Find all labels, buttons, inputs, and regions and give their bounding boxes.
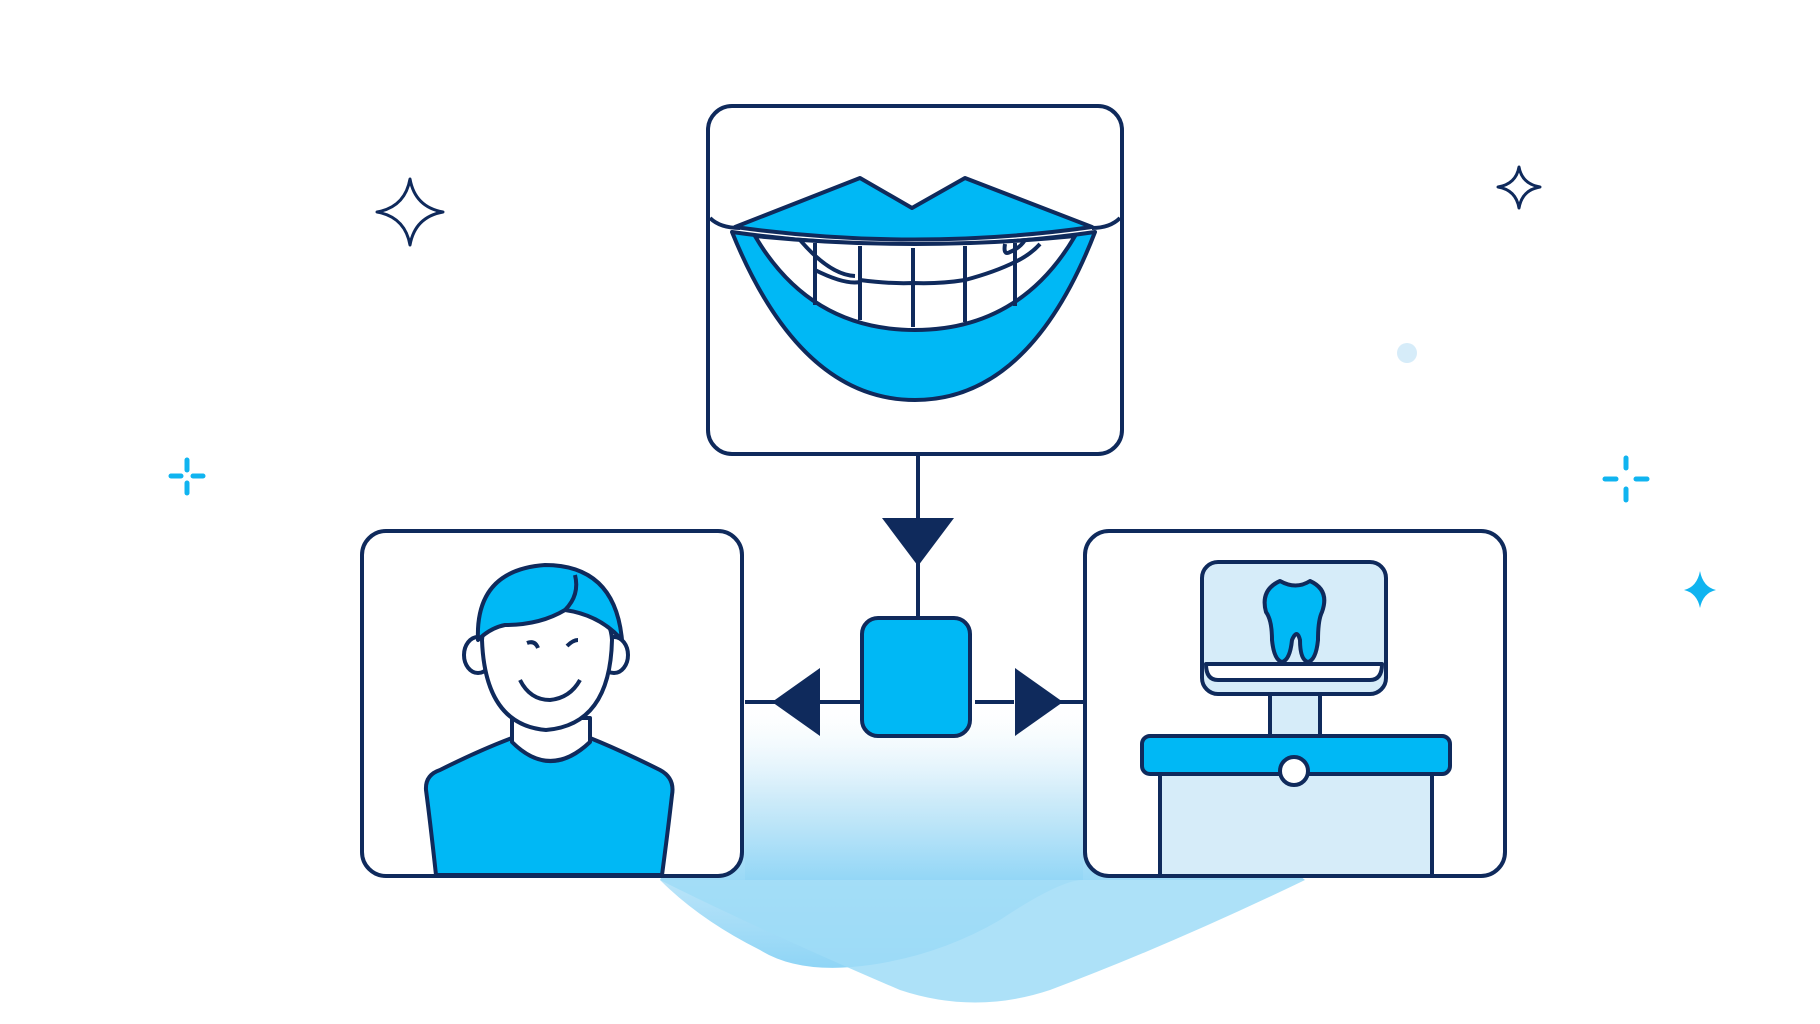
arrow-down-icon [882, 518, 954, 566]
sparkle-icon [1684, 571, 1716, 608]
dental-unit-card [1083, 529, 1507, 878]
arrow-right-icon [1015, 668, 1063, 736]
floor-glow-base [660, 880, 1305, 1003]
sparkle-icon [1496, 165, 1542, 210]
smile-teeth-icon [708, 176, 1122, 402]
smile-card [706, 104, 1124, 456]
sparkle-icon [1602, 455, 1650, 503]
sparkle-icon [375, 177, 445, 247]
dental-monitor-tooth-icon [1140, 560, 1452, 878]
dot-icon [1397, 343, 1417, 363]
patient-person-icon [423, 563, 675, 877]
sparkle-icon [168, 457, 206, 496]
arrow-left-icon [772, 668, 820, 736]
hub-square-icon [860, 616, 972, 738]
patient-card [360, 529, 744, 878]
